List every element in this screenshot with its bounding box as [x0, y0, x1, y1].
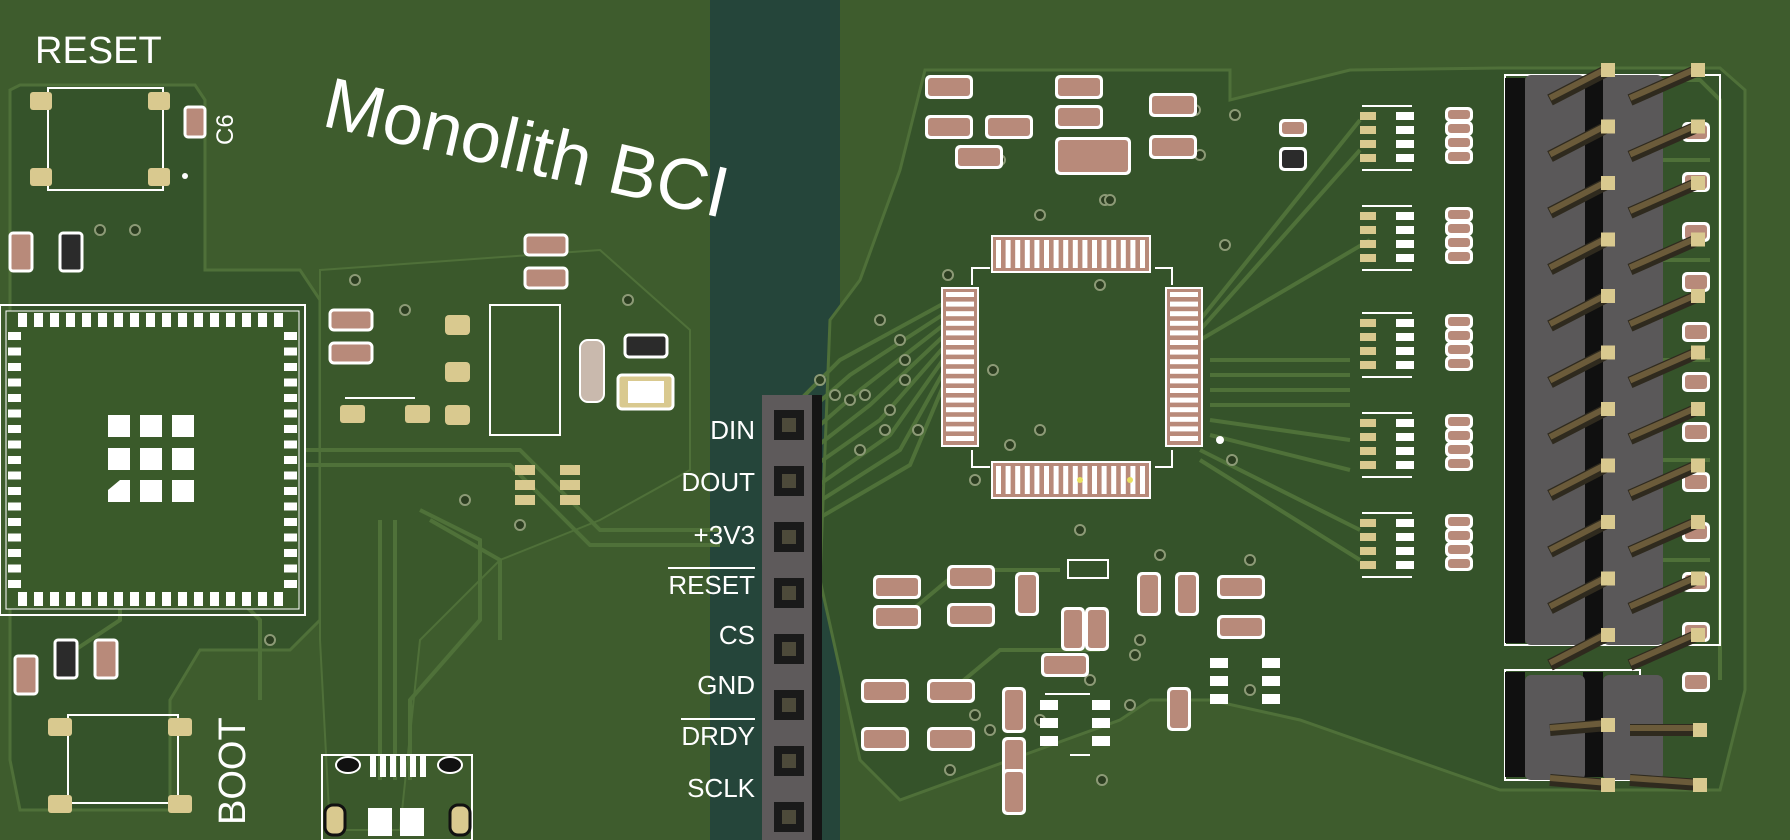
qfp-ic: [941, 235, 1224, 499]
reset-switch: [30, 87, 188, 191]
pin-label-dout: DOUT: [681, 467, 755, 497]
pin-label-gnd: GND: [697, 670, 755, 700]
right-angle-headers: [1504, 63, 1721, 792]
passives-top: [925, 75, 1307, 175]
boot-switch: [48, 714, 192, 813]
pin-label-3v3: +3V3: [693, 520, 755, 550]
usb-c-connector: [321, 754, 473, 840]
pin-label-din: DIN: [710, 415, 755, 445]
reset-label: RESET: [35, 30, 162, 72]
pin-label-drdy: DRDY: [681, 718, 755, 752]
vias: [79, 104, 1256, 786]
resistor-arrays: [1360, 105, 1710, 692]
passives-left: [8, 105, 675, 696]
esp32-module-footprint: [0, 304, 306, 616]
pin-label-cs: CS: [718, 620, 755, 650]
pin-header-vertical: [762, 395, 822, 840]
passives-bottom: [861, 559, 1280, 815]
pin-label-sclk: SCLK: [687, 773, 755, 803]
boot-label: BOOT: [212, 717, 254, 825]
pin-label-reset: RESET: [668, 567, 755, 601]
c6-label: C6: [212, 114, 239, 145]
